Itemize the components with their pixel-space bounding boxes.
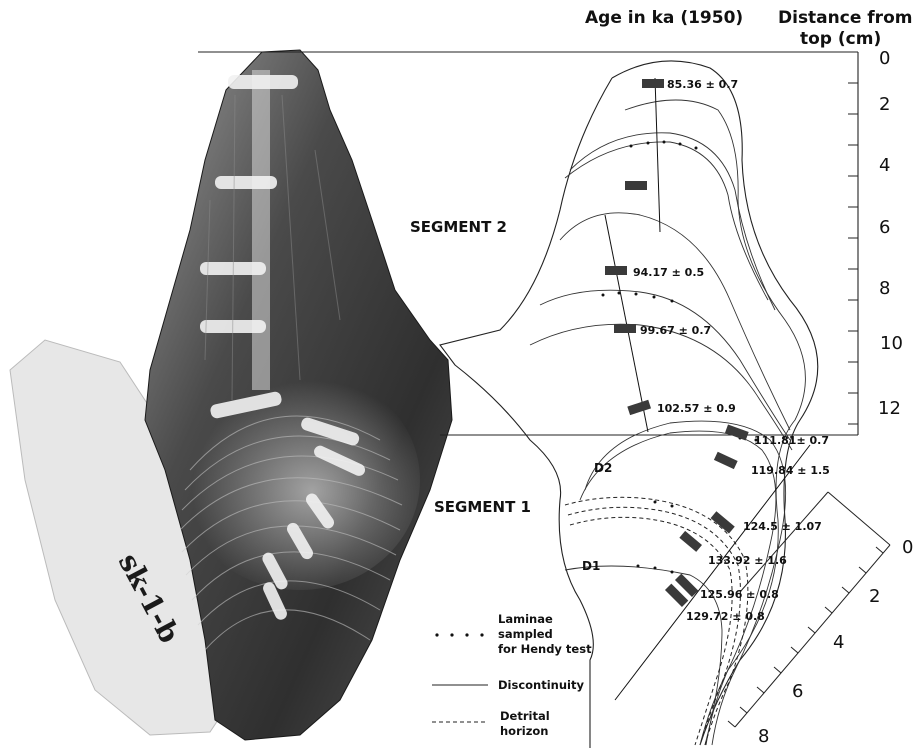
upper-tick-10: 10 <box>880 333 903 354</box>
speleothem-photo: sk-1-b <box>10 50 452 740</box>
age-label-6: 119.84 ± 1.5 <box>751 464 830 477</box>
upper-tick-4: 4 <box>879 155 890 176</box>
legend-detrital-line2: horizon <box>500 724 548 738</box>
segment-1-label: SEGMENT 1 <box>434 498 531 516</box>
discontinuity-d2-label: D2 <box>594 461 612 475</box>
legend-hendy-symbol <box>435 633 483 636</box>
speleothem-sketch <box>440 61 818 748</box>
hendy-dots <box>602 141 758 574</box>
age-label-9: 125.96 ± 0.8 <box>700 588 779 601</box>
upper-tick-0: 0 <box>879 48 890 69</box>
age-label-8: 133.92 ± 1.6 <box>708 554 787 567</box>
upper-tick-8: 8 <box>879 278 890 299</box>
legend-hendy-line2: sampled <box>498 627 553 641</box>
age-label-10: 129.72 ± 0.8 <box>686 610 765 623</box>
sampling-track <box>252 70 270 390</box>
legend: Laminae sampled for Hendy test Discontin… <box>432 612 592 738</box>
band-s2-mid <box>560 213 790 430</box>
upper-depth-scale <box>848 52 858 424</box>
lower-tick-6: 6 <box>792 681 803 702</box>
lower-tick-4: 4 <box>833 632 844 653</box>
band-s2-top <box>570 133 775 310</box>
photo-highlight <box>180 370 420 590</box>
legend-hendy-line3: for Hendy test <box>498 642 592 656</box>
upper-tick-12: 12 <box>878 398 901 419</box>
legend-hendy-line1: Laminae <box>498 612 553 626</box>
upper-tick-2: 2 <box>879 94 890 115</box>
legend-discontinuity: Discontinuity <box>498 678 584 692</box>
lower-tick-0: 0 <box>902 537 913 558</box>
age-label-7: 124.5 ± 1.07 <box>743 520 822 533</box>
age-axis-title: Age in ka (1950) <box>585 8 743 28</box>
sampling-transects <box>605 78 810 700</box>
band-s2-mid-2 <box>540 290 790 440</box>
band-s2-lower <box>530 324 792 450</box>
age-label-5: 111.81± 0.7 <box>754 434 829 447</box>
age-label-1: 85.36 ± 0.7 <box>667 78 738 91</box>
age-label-4: 102.57 ± 0.9 <box>657 402 736 415</box>
distance-title-line1: Distance from <box>778 8 912 28</box>
lower-tick-2: 2 <box>869 586 880 607</box>
upper-tick-6: 6 <box>879 217 890 238</box>
age-label-3: 99.67 ± 0.7 <box>640 324 711 337</box>
lower-tick-8: 8 <box>758 726 769 747</box>
legend-detrital-line1: Detrital <box>500 709 550 723</box>
age-label-2: 94.17 ± 0.5 <box>633 266 704 279</box>
segment-2-label: SEGMENT 2 <box>410 218 507 236</box>
discontinuity-d1-label: D1 <box>582 559 600 573</box>
distance-title-line2: top (cm) <box>800 29 881 49</box>
